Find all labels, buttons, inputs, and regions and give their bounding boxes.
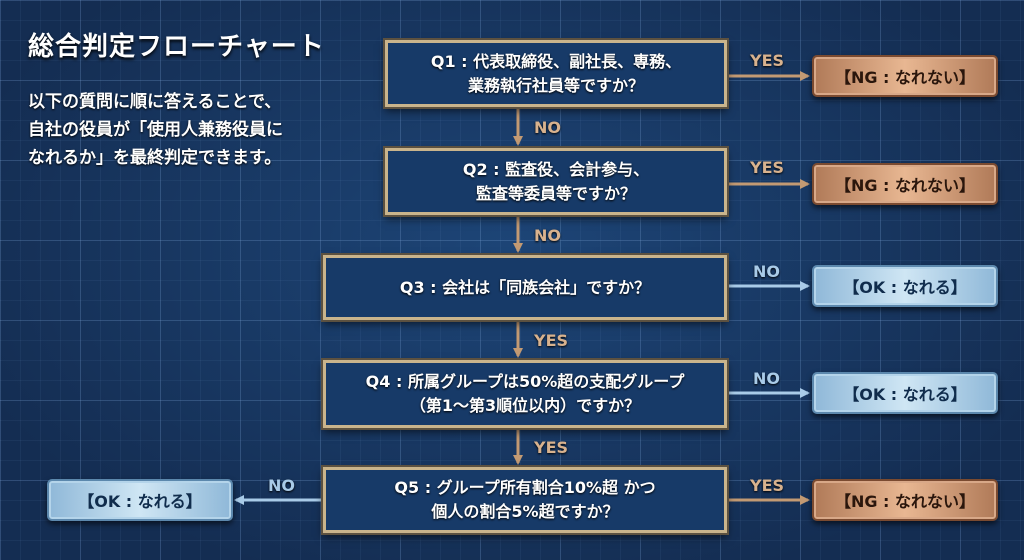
description-line: なれるか」を最終判定できます。 bbox=[28, 148, 282, 168]
question-text: （第1～第3順位以内）ですか？ bbox=[409, 396, 641, 415]
label-yes-q1: YES bbox=[750, 51, 785, 70]
question-text: Q1 : 代表取締役、副社長、専務、 bbox=[430, 51, 682, 71]
label-no-q3: NO bbox=[753, 262, 780, 281]
description-line: 自社の役員が「使用人兼務役員に bbox=[28, 120, 283, 140]
page-title: 総合判定フローチャート bbox=[28, 32, 325, 62]
label-yes-q3: YES bbox=[534, 331, 569, 350]
description: 以下の質問に順に答えることで、 自社の役員が「使用人兼務役員に なれるか」を最終… bbox=[28, 88, 283, 172]
label-no-q1: NO bbox=[534, 118, 561, 137]
question-text: 監査等委員等ですか？ bbox=[475, 183, 636, 203]
question-q4: Q4 : 所属グループは50%超の支配グループ （第1～第3順位以内）ですか？ bbox=[323, 360, 727, 428]
question-q3: Q3 : 会社は「同族会社」ですか？ bbox=[323, 255, 727, 320]
question-q1: Q1 : 代表取締役、副社長、専務、 業務執行社員等ですか？ bbox=[385, 40, 727, 107]
question-text: 個人の割合5%超ですか？ bbox=[431, 502, 619, 521]
result-ng-q5: 【NG : なれない】 bbox=[812, 479, 998, 521]
question-q5: Q5 : グループ所有割合10%超 かつ 個人の割合5%超ですか？ bbox=[323, 467, 727, 533]
result-ok-q4: 【OK : なれる】 bbox=[812, 372, 998, 414]
question-text: Q3 : 会社は「同族会社」ですか？ bbox=[399, 277, 651, 297]
question-text: Q4 : 所属グループは50%超の支配グループ bbox=[365, 372, 685, 391]
description-line: 以下の質問に順に答えることで、 bbox=[28, 92, 282, 112]
label-no-q2: NO bbox=[534, 226, 561, 245]
label-yes-q4: YES bbox=[534, 438, 569, 457]
question-q2: Q2 : 監査役、会計参与、 監査等委員等ですか？ bbox=[385, 148, 727, 215]
result-ok-q3: 【OK : なれる】 bbox=[812, 265, 998, 307]
question-text: Q2 : 監査役、会計参与、 bbox=[462, 159, 650, 179]
label-yes-q5: YES bbox=[750, 476, 785, 495]
result-ng-q2: 【NG : なれない】 bbox=[812, 163, 998, 205]
label-yes-q2: YES bbox=[750, 158, 785, 177]
label-no-q4: NO bbox=[753, 369, 780, 388]
result-ok-q5: 【OK : なれる】 bbox=[47, 479, 233, 521]
result-ng-q1: 【NG : なれない】 bbox=[812, 55, 998, 97]
label-no-q5: NO bbox=[268, 476, 295, 495]
question-text: 業務執行社員等ですか？ bbox=[467, 75, 644, 95]
question-text: Q5 : グループ所有割合10%超 かつ bbox=[394, 478, 656, 497]
